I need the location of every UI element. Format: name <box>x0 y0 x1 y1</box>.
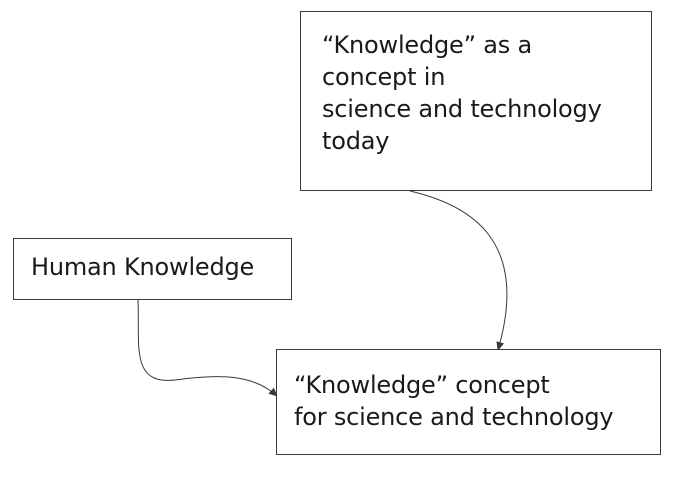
node-line: “Knowledge” concept <box>294 371 550 399</box>
node-concept-today: “Knowledge” as a concept in science and … <box>300 11 652 191</box>
node-concept-for-text: “Knowledge” concept for science and tech… <box>294 369 614 433</box>
node-human-knowledge: Human Knowledge <box>13 238 292 300</box>
node-human-knowledge-text: Human Knowledge <box>31 251 254 283</box>
node-line: today <box>322 127 390 155</box>
node-line: “Knowledge” as a <box>322 31 533 59</box>
node-line: Human Knowledge <box>31 253 255 281</box>
node-line: concept in <box>322 63 446 91</box>
edge-human-knowledge-to-concept-for <box>137 299 278 397</box>
node-line: for science and technology <box>294 403 614 431</box>
node-line: science and technology <box>322 95 602 123</box>
edge-concept-today-to-concept-for <box>409 190 508 351</box>
node-concept-for: “Knowledge” concept for science and tech… <box>276 349 661 455</box>
node-concept-today-text: “Knowledge” as a concept in science and … <box>322 29 602 157</box>
